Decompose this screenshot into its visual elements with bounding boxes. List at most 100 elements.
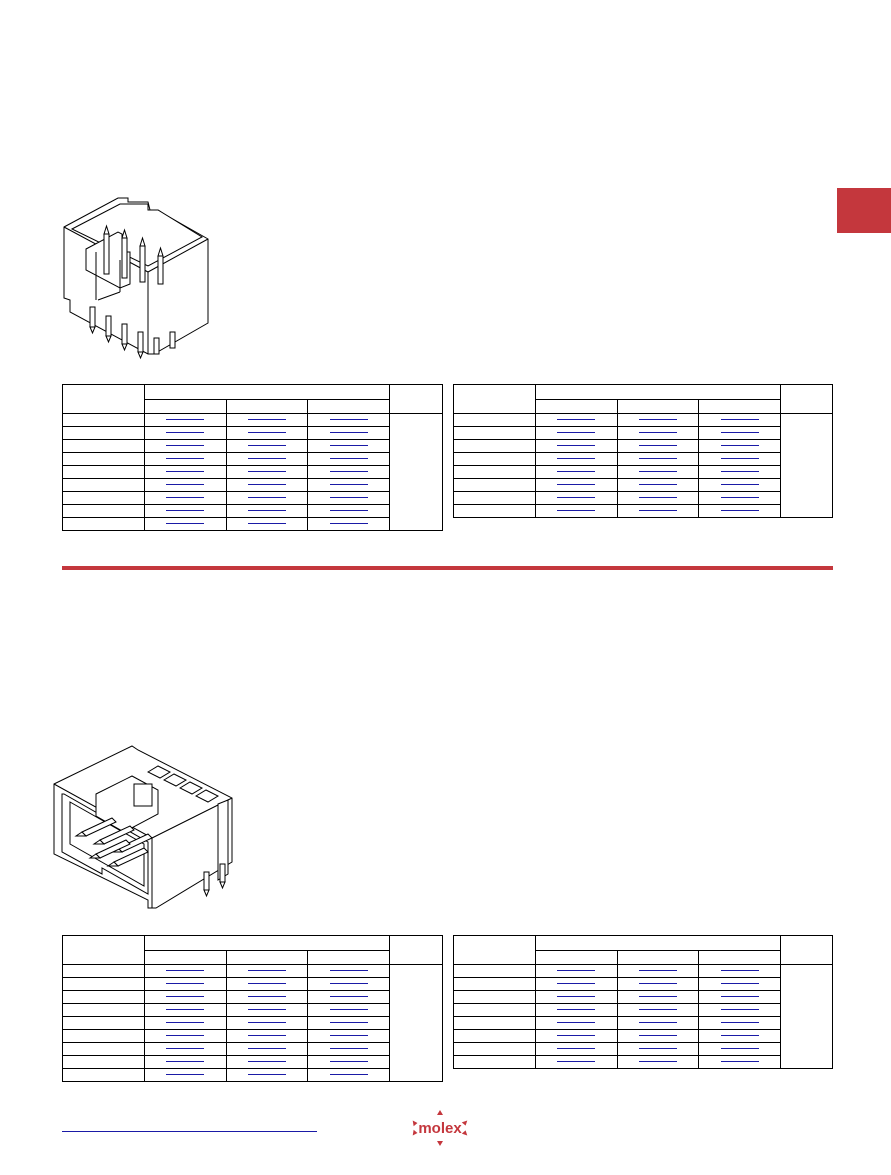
part-number-link[interactable] — [557, 996, 596, 998]
part-number-link[interactable] — [557, 1009, 596, 1011]
part-number-link[interactable] — [638, 458, 677, 460]
part-number-link[interactable] — [329, 445, 368, 447]
part-number-link[interactable] — [720, 1009, 759, 1011]
part-number-link[interactable] — [247, 1061, 286, 1063]
part-number-link[interactable] — [638, 1061, 677, 1063]
part-number-link[interactable] — [720, 1022, 759, 1024]
part-number-link[interactable] — [166, 1022, 205, 1024]
part-number-link[interactable] — [720, 970, 759, 972]
part-number-link[interactable] — [247, 1048, 286, 1050]
part-number-link[interactable] — [329, 1035, 368, 1037]
part-number-link[interactable] — [720, 996, 759, 998]
part-number-link[interactable] — [329, 1061, 368, 1063]
part-number-link[interactable] — [329, 1074, 368, 1076]
part-number-link[interactable] — [247, 432, 286, 434]
part-number-link[interactable] — [247, 484, 286, 486]
part-number-link[interactable] — [329, 432, 368, 434]
part-number-link[interactable] — [638, 1022, 677, 1024]
part-number-link[interactable] — [329, 1048, 368, 1050]
part-number-link[interactable] — [166, 471, 205, 473]
part-number-link[interactable] — [557, 419, 596, 421]
part-number-link[interactable] — [720, 484, 759, 486]
part-number-link[interactable] — [329, 983, 368, 985]
part-number-link[interactable] — [720, 471, 759, 473]
part-number-link[interactable] — [720, 510, 759, 512]
part-number-link[interactable] — [247, 471, 286, 473]
part-number-link[interactable] — [247, 510, 286, 512]
part-number-link[interactable] — [247, 419, 286, 421]
part-number-link[interactable] — [166, 510, 205, 512]
part-number-link[interactable] — [557, 1022, 596, 1024]
part-number-link[interactable] — [166, 523, 205, 525]
part-number-link[interactable] — [166, 484, 205, 486]
part-number-link[interactable] — [638, 497, 677, 499]
part-number-link[interactable] — [638, 996, 677, 998]
part-number-link[interactable] — [329, 523, 368, 525]
part-number-link[interactable] — [720, 983, 759, 985]
part-number-link[interactable] — [638, 484, 677, 486]
part-number-link[interactable] — [166, 970, 205, 972]
part-number-link[interactable] — [247, 458, 286, 460]
part-number-link[interactable] — [638, 419, 677, 421]
part-number-link[interactable] — [329, 1009, 368, 1011]
part-number-link[interactable] — [638, 445, 677, 447]
part-number-link[interactable] — [247, 1009, 286, 1011]
part-number-link[interactable] — [166, 1048, 205, 1050]
part-number-link[interactable] — [247, 1074, 286, 1076]
part-number-link[interactable] — [166, 497, 205, 499]
part-number-link[interactable] — [247, 996, 286, 998]
part-number-link[interactable] — [247, 497, 286, 499]
footer-link[interactable] — [62, 1131, 317, 1132]
part-number-link[interactable] — [329, 419, 368, 421]
part-number-link[interactable] — [247, 983, 286, 985]
part-number-link[interactable] — [557, 970, 596, 972]
part-number-link[interactable] — [557, 458, 596, 460]
part-number-link[interactable] — [557, 471, 596, 473]
part-number-link[interactable] — [247, 1022, 286, 1024]
part-number-link[interactable] — [247, 523, 286, 525]
part-number-link[interactable] — [166, 1061, 205, 1063]
part-number-link[interactable] — [166, 432, 205, 434]
part-number-link[interactable] — [329, 970, 368, 972]
part-number-link[interactable] — [557, 445, 596, 447]
part-number-link[interactable] — [166, 996, 205, 998]
part-number-link[interactable] — [166, 445, 205, 447]
part-number-link[interactable] — [166, 1074, 205, 1076]
part-number-link[interactable] — [329, 471, 368, 473]
part-number-link[interactable] — [638, 432, 677, 434]
part-number-link[interactable] — [329, 510, 368, 512]
part-number-link[interactable] — [638, 970, 677, 972]
part-number-link[interactable] — [166, 1009, 205, 1011]
part-number-link[interactable] — [557, 497, 596, 499]
part-number-link[interactable] — [638, 471, 677, 473]
part-number-link[interactable] — [720, 1048, 759, 1050]
part-number-link[interactable] — [329, 1022, 368, 1024]
part-number-link[interactable] — [557, 510, 596, 512]
part-number-link[interactable] — [166, 458, 205, 460]
part-number-link[interactable] — [638, 983, 677, 985]
part-number-link[interactable] — [720, 497, 759, 499]
part-number-link[interactable] — [557, 432, 596, 434]
part-number-link[interactable] — [329, 497, 368, 499]
part-number-link[interactable] — [638, 1048, 677, 1050]
part-number-link[interactable] — [720, 1061, 759, 1063]
part-number-link[interactable] — [557, 1061, 596, 1063]
part-number-link[interactable] — [557, 484, 596, 486]
part-number-link[interactable] — [557, 1035, 596, 1037]
part-number-link[interactable] — [720, 419, 759, 421]
part-number-link[interactable] — [720, 1035, 759, 1037]
part-number-link[interactable] — [638, 1035, 677, 1037]
part-number-link[interactable] — [166, 1035, 205, 1037]
part-number-link[interactable] — [247, 970, 286, 972]
part-number-link[interactable] — [720, 458, 759, 460]
part-number-link[interactable] — [247, 445, 286, 447]
part-number-link[interactable] — [166, 419, 205, 421]
part-number-link[interactable] — [329, 484, 368, 486]
part-number-link[interactable] — [720, 432, 759, 434]
part-number-link[interactable] — [557, 1048, 596, 1050]
part-number-link[interactable] — [557, 983, 596, 985]
part-number-link[interactable] — [247, 1035, 286, 1037]
part-number-link[interactable] — [166, 983, 205, 985]
part-number-link[interactable] — [329, 458, 368, 460]
part-number-link[interactable] — [720, 445, 759, 447]
